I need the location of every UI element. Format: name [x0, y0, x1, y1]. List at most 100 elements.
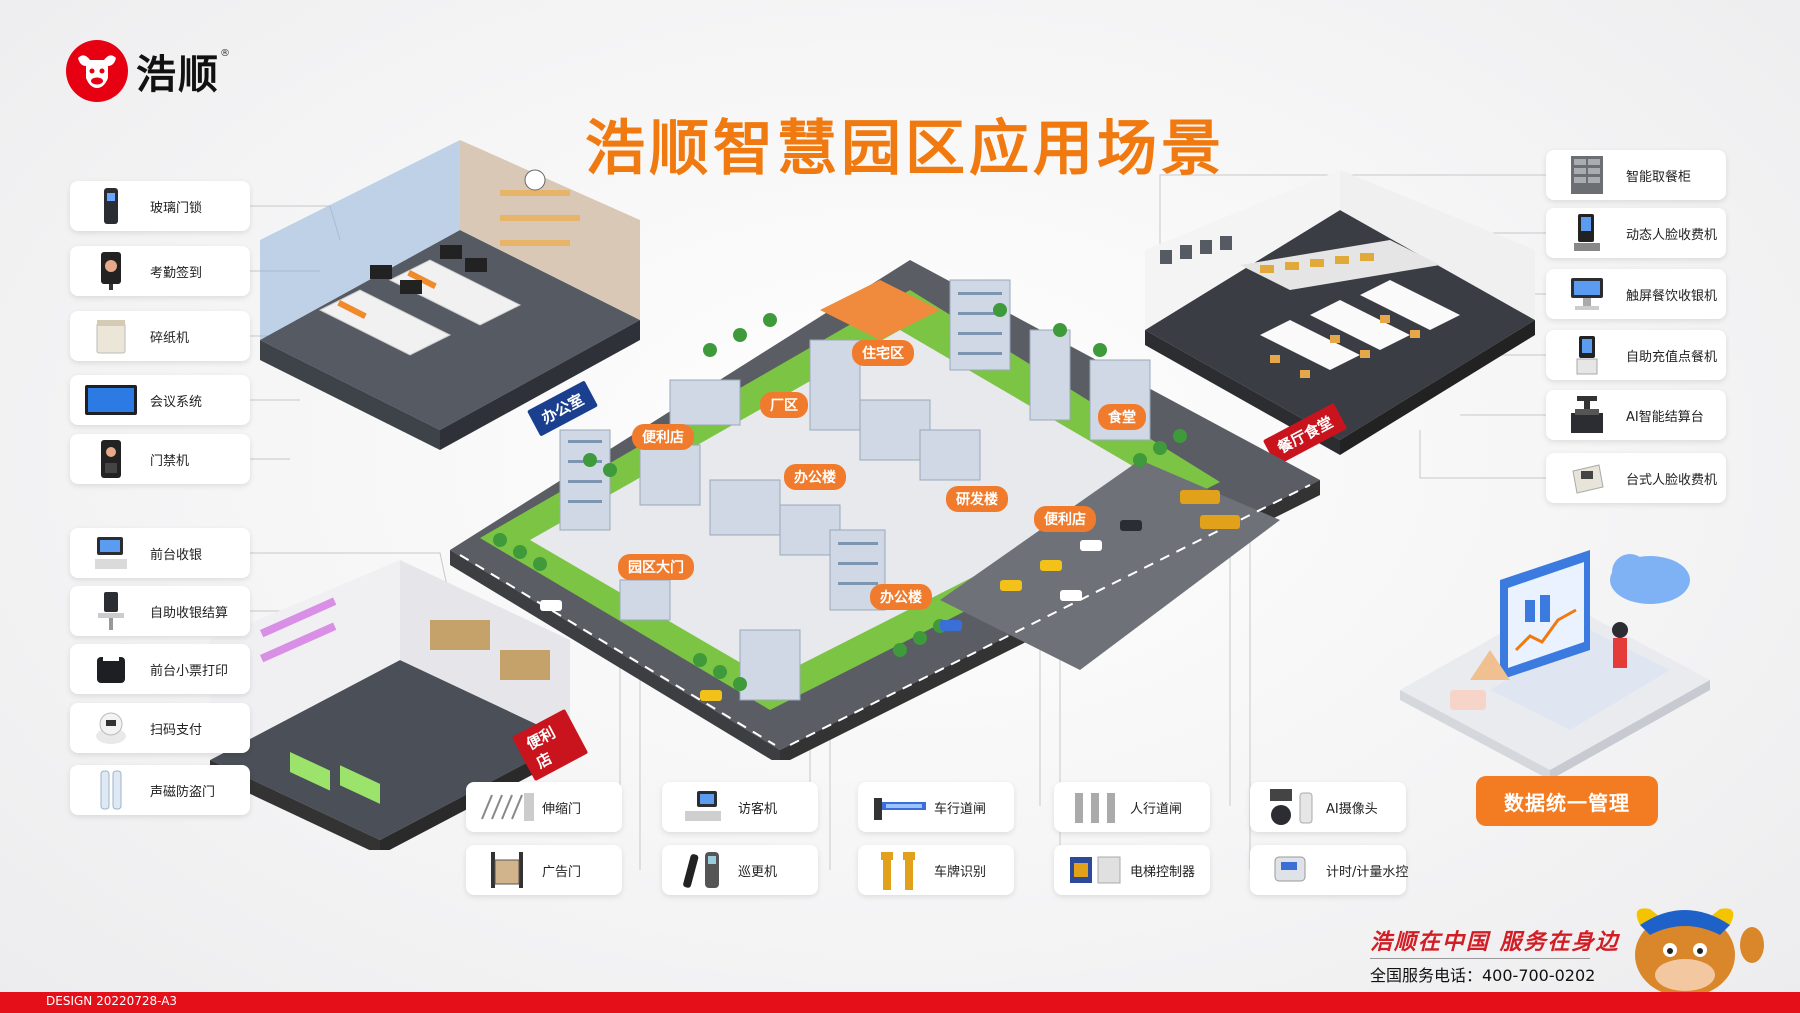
card-desktop-face-charger[interactable]: 台式人脸收费机 [1546, 453, 1726, 503]
card-retractable-gate[interactable]: 伸缩门 [466, 782, 622, 832]
data-unified-management-button[interactable]: 数据统一管理 [1476, 776, 1658, 826]
card-qr-payment[interactable]: 扫码支付 [70, 703, 250, 753]
card-ai-checkout-station[interactable]: AI智能结算台 [1546, 390, 1726, 440]
park-label-park-gate: 园区大门 [618, 554, 694, 580]
bull-mascot [1620, 895, 1770, 1000]
card-access-control[interactable]: 门禁机 [70, 434, 250, 484]
card-am-anti-theft-gate[interactable]: 声磁防盗门 [70, 765, 250, 815]
water-meter-icon [1264, 850, 1318, 890]
card-label: 动态人脸收费机 [1626, 227, 1718, 243]
card-label: 扫码支付 [150, 722, 203, 738]
kiosk-icon [84, 591, 138, 631]
receipt-printer-icon [84, 649, 138, 689]
card-glass-door-lock[interactable]: 玻璃门锁 [70, 181, 250, 231]
card-label: 前台收银 [150, 547, 203, 563]
canteen-scene: 餐厅食堂 [1140, 170, 1540, 480]
card-label: 车行道闸 [934, 801, 987, 817]
footer-bar [0, 992, 1800, 1013]
pos-terminal-icon [84, 533, 138, 573]
display-screen-icon [84, 380, 138, 420]
card-touch-pos[interactable]: 触屏餐饮收银机 [1546, 269, 1726, 319]
card-advertising-gate[interactable]: 广告门 [466, 845, 622, 895]
card-vehicle-barrier[interactable]: 车行道闸 [858, 782, 1014, 832]
elevator-controller-icon [1068, 850, 1122, 890]
ai-checkout-icon [1560, 395, 1614, 435]
park-label-residential: 住宅区 [852, 340, 914, 366]
card-receipt-printer[interactable]: 前台小票打印 [70, 644, 250, 694]
card-label: 自助收银结算 [150, 605, 229, 621]
card-label: AI摄像头 [1326, 801, 1378, 817]
face-payment-icon [1560, 213, 1614, 253]
patrol-stick-icon [676, 850, 730, 890]
card-label: 自助充值点餐机 [1626, 349, 1718, 365]
card-label: 会议系统 [150, 394, 203, 410]
qr-scanner-icon [84, 708, 138, 748]
security-gate-icon [84, 770, 138, 810]
door-lock-icon [84, 186, 138, 226]
card-ai-camera[interactable]: AI摄像头 [1250, 782, 1406, 832]
card-front-desk-cashier[interactable]: 前台收银 [70, 528, 250, 578]
visitor-terminal-icon [676, 787, 730, 827]
park-label-rnd: 研发楼 [946, 486, 1008, 512]
camera-icon [1264, 787, 1318, 827]
brand-name: 浩顺 [136, 52, 220, 98]
card-visitor-machine[interactable]: 访客机 [662, 782, 818, 832]
access-terminal-icon [84, 439, 138, 479]
service-hotline: 全国服务电话：400-700-0202 [1370, 966, 1596, 985]
vehicle-barrier-icon [872, 787, 926, 827]
card-label: 广告门 [542, 864, 582, 880]
brand-slogan: 浩顺在中国 服务在身边 [1370, 929, 1620, 955]
hotline-divider [1370, 958, 1590, 959]
park-label-store-2: 便利店 [1034, 506, 1096, 532]
brand-logo: 浩顺 ® [66, 40, 230, 102]
park-label-office-1: 办公楼 [784, 464, 846, 490]
card-label: 计时/计量水控 [1326, 864, 1409, 880]
data-management-illustration [1390, 540, 1720, 780]
office-scene: 办公室 [250, 140, 650, 470]
card-label: 考勤签到 [150, 265, 203, 281]
retractable-gate-icon [480, 787, 534, 827]
self-service-kiosk-icon [1560, 335, 1614, 375]
card-label: 前台小票打印 [150, 663, 229, 679]
card-attendance-checkin[interactable]: 考勤签到 [70, 246, 250, 296]
card-label: 台式人脸收费机 [1626, 472, 1718, 488]
touch-pos-icon [1560, 274, 1614, 314]
card-label: 电梯控制器 [1130, 864, 1196, 880]
design-code: DESIGN 20220728-A3 [46, 994, 178, 1008]
card-label: 碎纸机 [150, 330, 190, 346]
card-label: 触屏餐饮收银机 [1626, 288, 1718, 304]
advertising-gate-icon [480, 850, 534, 890]
registered-mark: ® [220, 47, 230, 59]
card-shredder[interactable]: 碎纸机 [70, 311, 250, 361]
desktop-terminal-icon [1560, 458, 1614, 498]
card-label: AI智能结算台 [1626, 409, 1704, 425]
card-label: 访客机 [738, 801, 778, 817]
card-dynamic-face-charger[interactable]: 动态人脸收费机 [1546, 208, 1726, 258]
park-label-office-2: 办公楼 [870, 584, 932, 610]
card-label: 玻璃门锁 [150, 200, 203, 216]
turnstile-icon [1068, 787, 1122, 827]
face-terminal-icon [84, 251, 138, 291]
plate-camera-icon [872, 850, 926, 890]
card-meeting-system[interactable]: 会议系统 [70, 375, 250, 425]
card-plate-recognition[interactable]: 车牌识别 [858, 845, 1014, 895]
card-label: 声磁防盗门 [150, 784, 216, 800]
park-label-factory: 厂区 [760, 392, 808, 418]
card-smart-meal-locker[interactable]: 智能取餐柜 [1546, 150, 1726, 200]
card-label: 门禁机 [150, 453, 190, 469]
park-label-canteen: 食堂 [1098, 404, 1146, 430]
bull-logo-icon [66, 40, 128, 102]
card-label: 智能取餐柜 [1626, 169, 1692, 185]
shredder-icon [84, 316, 138, 356]
locker-icon [1560, 155, 1614, 195]
card-self-recharge-order[interactable]: 自助充值点餐机 [1546, 330, 1726, 380]
card-pedestrian-gate[interactable]: 人行道闸 [1054, 782, 1210, 832]
card-label: 车牌识别 [934, 864, 987, 880]
card-elevator-controller[interactable]: 电梯控制器 [1054, 845, 1210, 895]
card-patrol-device[interactable]: 巡更机 [662, 845, 818, 895]
page-title: 浩顺智慧园区应用场景 [585, 114, 1225, 184]
card-label: 伸缩门 [542, 801, 582, 817]
park-label-store-1: 便利店 [632, 424, 694, 450]
card-self-checkout[interactable]: 自助收银结算 [70, 586, 250, 636]
card-water-control[interactable]: 计时/计量水控 [1250, 845, 1409, 895]
